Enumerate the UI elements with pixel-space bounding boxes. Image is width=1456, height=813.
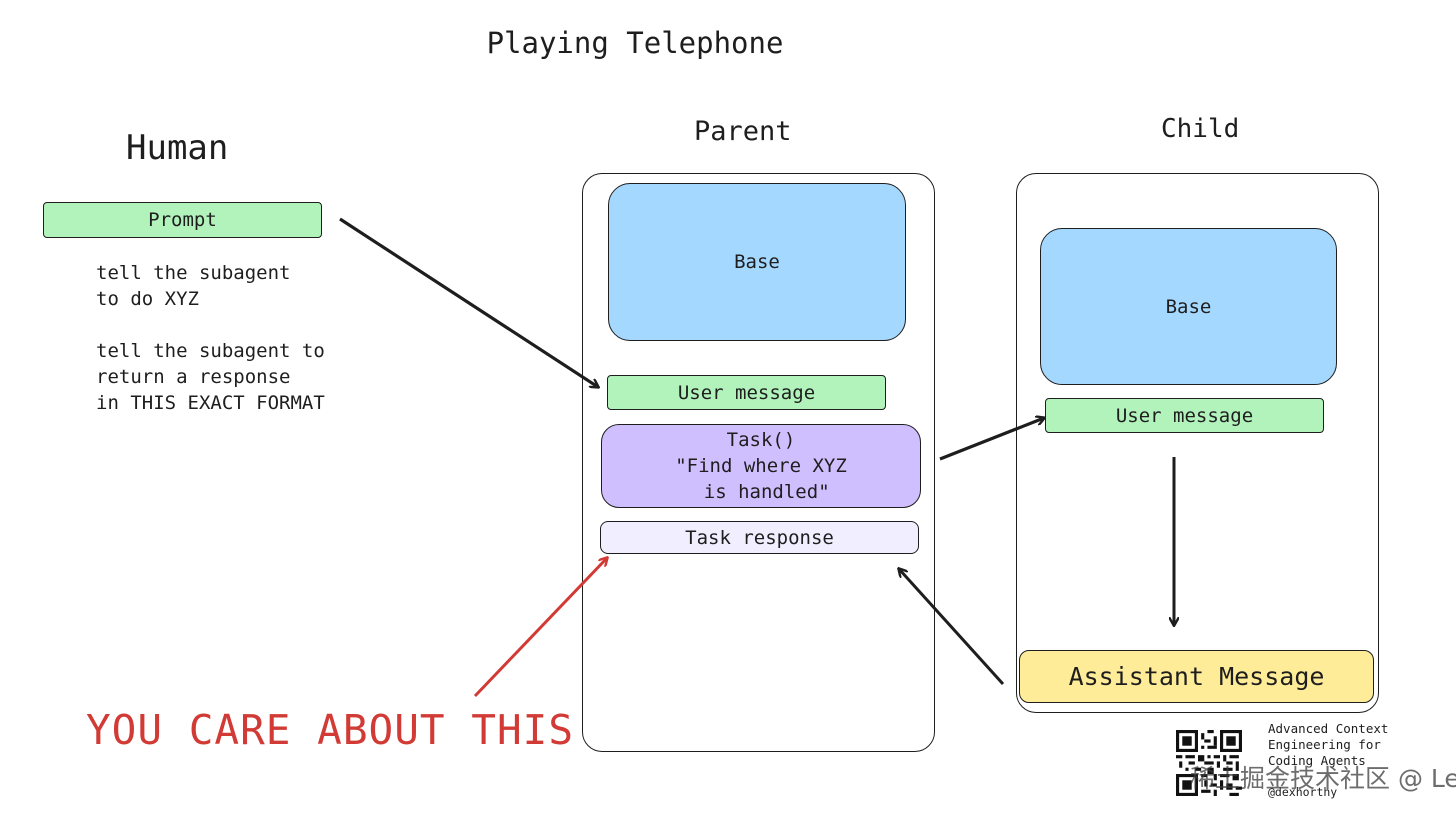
parent-user-message-box: User message: [607, 375, 886, 410]
footer-caption: Advanced Context Engineering for Coding …: [1268, 721, 1389, 768]
child-base-box: Base: [1040, 228, 1337, 385]
arrow-prompt-to-user-message: [339, 217, 598, 387]
qr-code-icon: [1176, 730, 1242, 796]
child-heading: Child: [1161, 114, 1240, 144]
arrow-assistant-to-task-response: [899, 569, 1005, 686]
child-user-message-box: User message: [1045, 398, 1324, 433]
parent-frame: [582, 173, 935, 752]
arrow-callout-to-task-response: [473, 558, 607, 698]
arrow-task-to-child-user-message: [939, 418, 1044, 461]
parent-heading: Parent: [694, 116, 792, 147]
watermark: 稀土掘金技术社区 @ Levix: [1190, 764, 1456, 793]
child-frame: [1016, 173, 1379, 713]
parent-base-box: Base: [608, 183, 906, 341]
parent-task-response-box: Task response: [600, 521, 919, 554]
human-note-1: tell the subagent to do XYZ: [96, 262, 291, 310]
parent-task-box: Task() "Find where XYZ is handled": [601, 424, 921, 508]
callout-text: YOU CARE ABOUT THIS: [86, 706, 574, 754]
diagram-title: Playing Telephone: [486, 26, 784, 60]
human-note-2: tell the subagent to return a response i…: [96, 340, 325, 414]
child-assistant-message-box: Assistant Message: [1019, 650, 1374, 703]
human-heading: Human: [126, 128, 229, 168]
footer-handle: @dexhorthy: [1268, 785, 1338, 799]
prompt-box: Prompt: [43, 202, 322, 238]
